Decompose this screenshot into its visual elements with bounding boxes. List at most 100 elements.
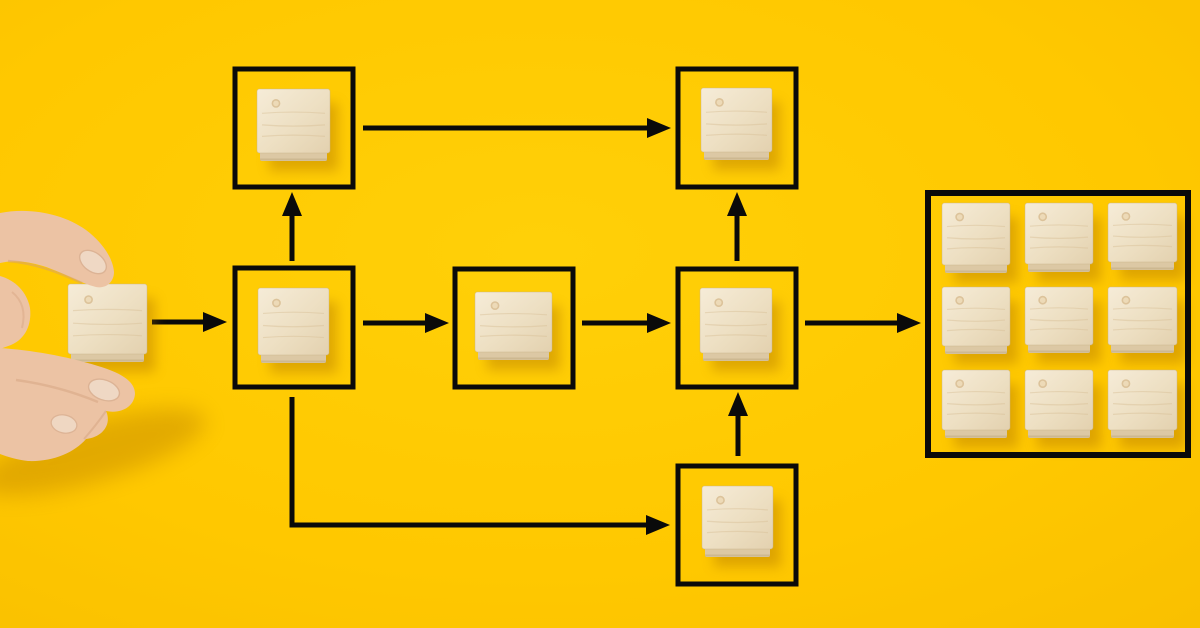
block-bottom-edge (1028, 350, 1090, 353)
wood-grain-line (262, 311, 325, 315)
connector-mid-right-to-top-right (727, 192, 747, 261)
wood-grain-line (1029, 224, 1089, 227)
wood-grain-line (705, 133, 768, 136)
wood-grain-line (706, 520, 769, 524)
wood-grain-line (946, 307, 1006, 311)
connector-mid-left-to-bottom (289, 397, 670, 535)
wood-grain-line (1029, 307, 1089, 310)
wood-block-held (67, 283, 155, 372)
connector-mid-left-to-mid-center (363, 313, 449, 333)
arrowhead (727, 192, 747, 216)
wood-block-grid-8 (1024, 369, 1101, 448)
wood-grain-line (1029, 403, 1089, 406)
block-bottom-edge (1028, 269, 1090, 272)
wood-knot (715, 98, 724, 107)
wood-grain-line (1112, 412, 1173, 415)
block-top-face (257, 287, 330, 356)
block-bottom-edge (945, 351, 1007, 354)
wood-grain-line (261, 134, 326, 137)
wood-knot (490, 301, 500, 310)
block-top-face (699, 287, 773, 354)
wood-block-in-top-left (256, 88, 338, 171)
wood-grain-line (946, 319, 1006, 322)
wood-grain-line (479, 325, 548, 328)
wood-grain-line (1112, 403, 1173, 406)
block-bottom-edge (704, 157, 769, 160)
ring-fingernail-icon (50, 414, 78, 434)
block-top-face (474, 291, 553, 353)
wood-block-in-bottom (701, 485, 781, 567)
wood-grain-line (946, 247, 1006, 250)
wood-knot (714, 298, 724, 307)
arrowhead (203, 312, 227, 332)
wood-knot (272, 298, 281, 308)
wood-block-grid-6 (1107, 286, 1185, 363)
wood-grain-line (706, 530, 769, 534)
wood-grain-line (1112, 390, 1173, 394)
block-top-face (1107, 369, 1178, 431)
wood-block-in-mid-center (474, 291, 560, 370)
wood-grain-line (1112, 328, 1173, 331)
wood-grain-line (1029, 318, 1089, 322)
wood-grain-line (72, 308, 143, 312)
arrowhead (647, 118, 671, 138)
wood-grain-line (704, 310, 768, 314)
flow-box-top-left (232, 66, 356, 190)
hand-shadow (0, 408, 206, 496)
block-top-face (941, 369, 1011, 431)
wood-grain-line (946, 224, 1006, 228)
flow-box-top-right (675, 66, 799, 190)
block-bottom-edge (1111, 435, 1174, 438)
wood-grain-line (946, 390, 1006, 394)
wood-knot (84, 295, 93, 304)
finger-crease (7, 259, 83, 285)
wood-grain-line (261, 124, 326, 127)
block-top-face (941, 202, 1011, 266)
connector-hand-to-mid-left (152, 312, 227, 332)
wood-grain-line (1112, 318, 1173, 322)
connector-mid-right-to-collection (805, 313, 921, 333)
wood-grain-line (1029, 246, 1089, 249)
wood-knot (271, 99, 281, 108)
wood-grain-line (705, 110, 768, 113)
arrowhead (646, 515, 670, 535)
block-top-face (67, 283, 148, 355)
wood-knot (1121, 211, 1131, 221)
wood-grain-line (1112, 307, 1173, 310)
block-bottom-edge (260, 158, 327, 161)
middle-fingernail-icon (87, 378, 121, 402)
wood-knot (955, 295, 965, 305)
block-top-face (1024, 202, 1094, 265)
wood-grain-line (705, 123, 768, 126)
wood-knot (1038, 212, 1048, 222)
wood-block-grid-7 (941, 369, 1018, 448)
wood-block-grid-9 (1107, 369, 1185, 448)
wood-block-grid-3 (1107, 202, 1185, 280)
arrowhead (897, 313, 921, 333)
wood-grain-line (262, 324, 325, 328)
knuckle-crease (15, 378, 99, 404)
block-bottom-edge (261, 360, 326, 363)
block-bottom-edge (1111, 267, 1174, 270)
wood-block-in-mid-right (699, 287, 780, 371)
lower-fingers (0, 348, 135, 462)
wood-knot (1038, 379, 1048, 388)
thumb (0, 276, 31, 349)
wood-knot (955, 212, 965, 222)
wood-grain-line (72, 333, 143, 337)
wood-grain-line (479, 334, 548, 337)
block-top-face (1024, 286, 1094, 346)
wood-grain-line (262, 335, 325, 339)
block-bottom-edge (478, 357, 549, 360)
flow-box-mid-right (675, 266, 799, 390)
block-bottom-edge (1028, 435, 1090, 438)
wood-grain-line (1029, 390, 1089, 394)
wood-grain-line (1112, 223, 1173, 227)
arrowhead (425, 313, 449, 333)
arrowhead (282, 192, 302, 216)
wood-knot (1121, 295, 1131, 305)
block-top-face (256, 88, 331, 154)
connector-mid-left-to-top-left (282, 192, 302, 261)
block-bottom-edge (71, 359, 144, 362)
